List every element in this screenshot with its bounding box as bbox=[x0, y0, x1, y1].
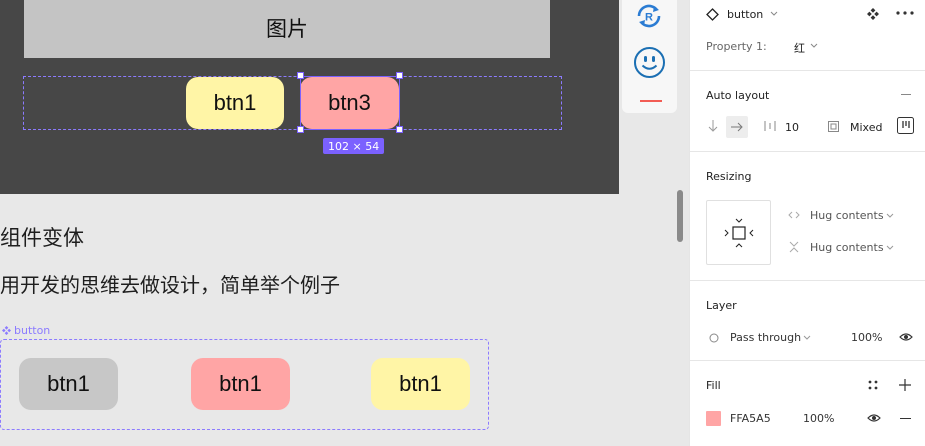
property-value-select[interactable]: 红 bbox=[794, 42, 805, 55]
layer-title: Layer bbox=[706, 299, 737, 312]
refresh-r-icon[interactable]: R bbox=[635, 2, 663, 30]
size-badge: 102 × 54 bbox=[323, 138, 385, 154]
component-set-box[interactable] bbox=[0, 339, 489, 430]
button-label: btn1 bbox=[219, 371, 262, 396]
selection-box bbox=[300, 76, 400, 130]
blend-mode-select[interactable]: Pass through bbox=[730, 331, 802, 344]
auto-layout-section: Auto layout 10 Mixed bbox=[690, 71, 925, 152]
chevron-down-icon[interactable] bbox=[803, 335, 811, 341]
resizing-preview[interactable] bbox=[706, 200, 771, 265]
button-label: btn1 bbox=[47, 371, 90, 396]
fill-section: Fill FFA5A5 100% bbox=[690, 361, 925, 446]
button-label: btn1 bbox=[213, 90, 257, 115]
blend-mode-icon bbox=[709, 333, 719, 343]
eye-icon[interactable] bbox=[867, 413, 881, 423]
chevron-down-icon[interactable] bbox=[770, 11, 778, 17]
svg-text:R: R bbox=[645, 12, 653, 24]
variant-button-yellow[interactable]: btn1 bbox=[371, 358, 470, 410]
fill-hex-input[interactable]: FFA5A5 bbox=[730, 412, 771, 425]
component-section: button Property 1: 红 bbox=[690, 0, 925, 71]
chevron-down-icon[interactable] bbox=[810, 43, 818, 49]
resize-handle-bottom-right[interactable] bbox=[396, 126, 403, 133]
variant-button-gray[interactable]: btn1 bbox=[19, 358, 118, 410]
horizontal-resizing-select[interactable]: Hug contents bbox=[810, 209, 884, 222]
padding-icon bbox=[828, 121, 839, 132]
design-canvas[interactable]: 图片 btn1 btn3 102 × 54 组件变体 用开发的思维去做设计，简单… bbox=[0, 0, 689, 446]
hug-contents-diagram-icon bbox=[724, 218, 754, 248]
fill-color-swatch[interactable] bbox=[706, 411, 721, 426]
chevron-down-icon[interactable] bbox=[886, 213, 894, 219]
resizing-title: Resizing bbox=[706, 170, 752, 183]
component-name[interactable]: button bbox=[727, 8, 764, 21]
direction-horizontal-button[interactable] bbox=[726, 116, 748, 138]
chevron-down-icon[interactable] bbox=[886, 245, 894, 251]
styles-grid-icon[interactable] bbox=[868, 380, 878, 390]
padding-input[interactable]: Mixed bbox=[850, 121, 883, 134]
section-title[interactable]: 组件变体 bbox=[0, 226, 84, 250]
spacing-input[interactable]: 10 bbox=[785, 121, 799, 134]
canvas-button-btn3-selected[interactable]: btn3 bbox=[300, 77, 399, 129]
canvas-scrollbar[interactable] bbox=[677, 190, 683, 242]
fill-title: Fill bbox=[706, 379, 721, 392]
button-label: btn3 bbox=[328, 90, 371, 115]
component-set-name: button bbox=[14, 324, 51, 337]
plugin-red-icon[interactable] bbox=[640, 100, 662, 102]
variant-button-red[interactable]: btn1 bbox=[191, 358, 290, 410]
remove-fill-icon[interactable] bbox=[900, 418, 911, 419]
auto-layout-title: Auto layout bbox=[706, 89, 770, 102]
smile-icon[interactable] bbox=[633, 46, 666, 79]
alignment-icon[interactable] bbox=[897, 117, 914, 134]
eye-icon[interactable] bbox=[899, 332, 913, 342]
remove-auto-layout-icon[interactable] bbox=[901, 94, 911, 95]
component-set-icon bbox=[2, 326, 11, 335]
canvas-button-btn1[interactable]: btn1 bbox=[186, 77, 284, 129]
vertical-resize-icon bbox=[789, 241, 799, 253]
add-fill-icon[interactable] bbox=[899, 379, 911, 391]
button-label: btn1 bbox=[399, 371, 442, 396]
image-placeholder-label: 图片 bbox=[266, 17, 308, 41]
component-set-label[interactable]: button bbox=[2, 324, 50, 337]
layer-opacity-input[interactable]: 100% bbox=[851, 331, 883, 344]
fill-opacity-input[interactable]: 100% bbox=[803, 412, 835, 425]
spacing-between-icon bbox=[764, 121, 776, 131]
instance-diamond-icon bbox=[706, 8, 719, 21]
more-options-icon[interactable] bbox=[896, 11, 914, 15]
plugin-strip bbox=[622, 0, 677, 113]
resize-handle-bottom-left[interactable] bbox=[297, 126, 304, 133]
resize-handle-top-right[interactable] bbox=[396, 72, 403, 79]
properties-panel: button Property 1: 红 Auto layout 1 bbox=[689, 0, 925, 446]
resizing-section: Resizing Hug contents Hug contents bbox=[690, 152, 925, 281]
auto-layout-row-outline bbox=[23, 76, 562, 130]
arrow-right-icon bbox=[731, 122, 743, 132]
layer-section: Layer Pass through 100% bbox=[690, 281, 925, 361]
section-subtitle[interactable]: 用开发的思维去做设计，简单举个例子 bbox=[0, 273, 340, 297]
horizontal-resize-icon bbox=[788, 211, 800, 219]
resize-handle-top-left[interactable] bbox=[297, 72, 304, 79]
go-to-main-component-icon[interactable] bbox=[867, 8, 879, 20]
dark-frame[interactable]: 图片 bbox=[0, 0, 619, 194]
arrow-down-icon[interactable] bbox=[708, 120, 718, 132]
vertical-resizing-select[interactable]: Hug contents bbox=[810, 241, 884, 254]
property-label: Property 1: bbox=[706, 40, 767, 53]
image-placeholder[interactable]: 图片 bbox=[24, 0, 550, 58]
